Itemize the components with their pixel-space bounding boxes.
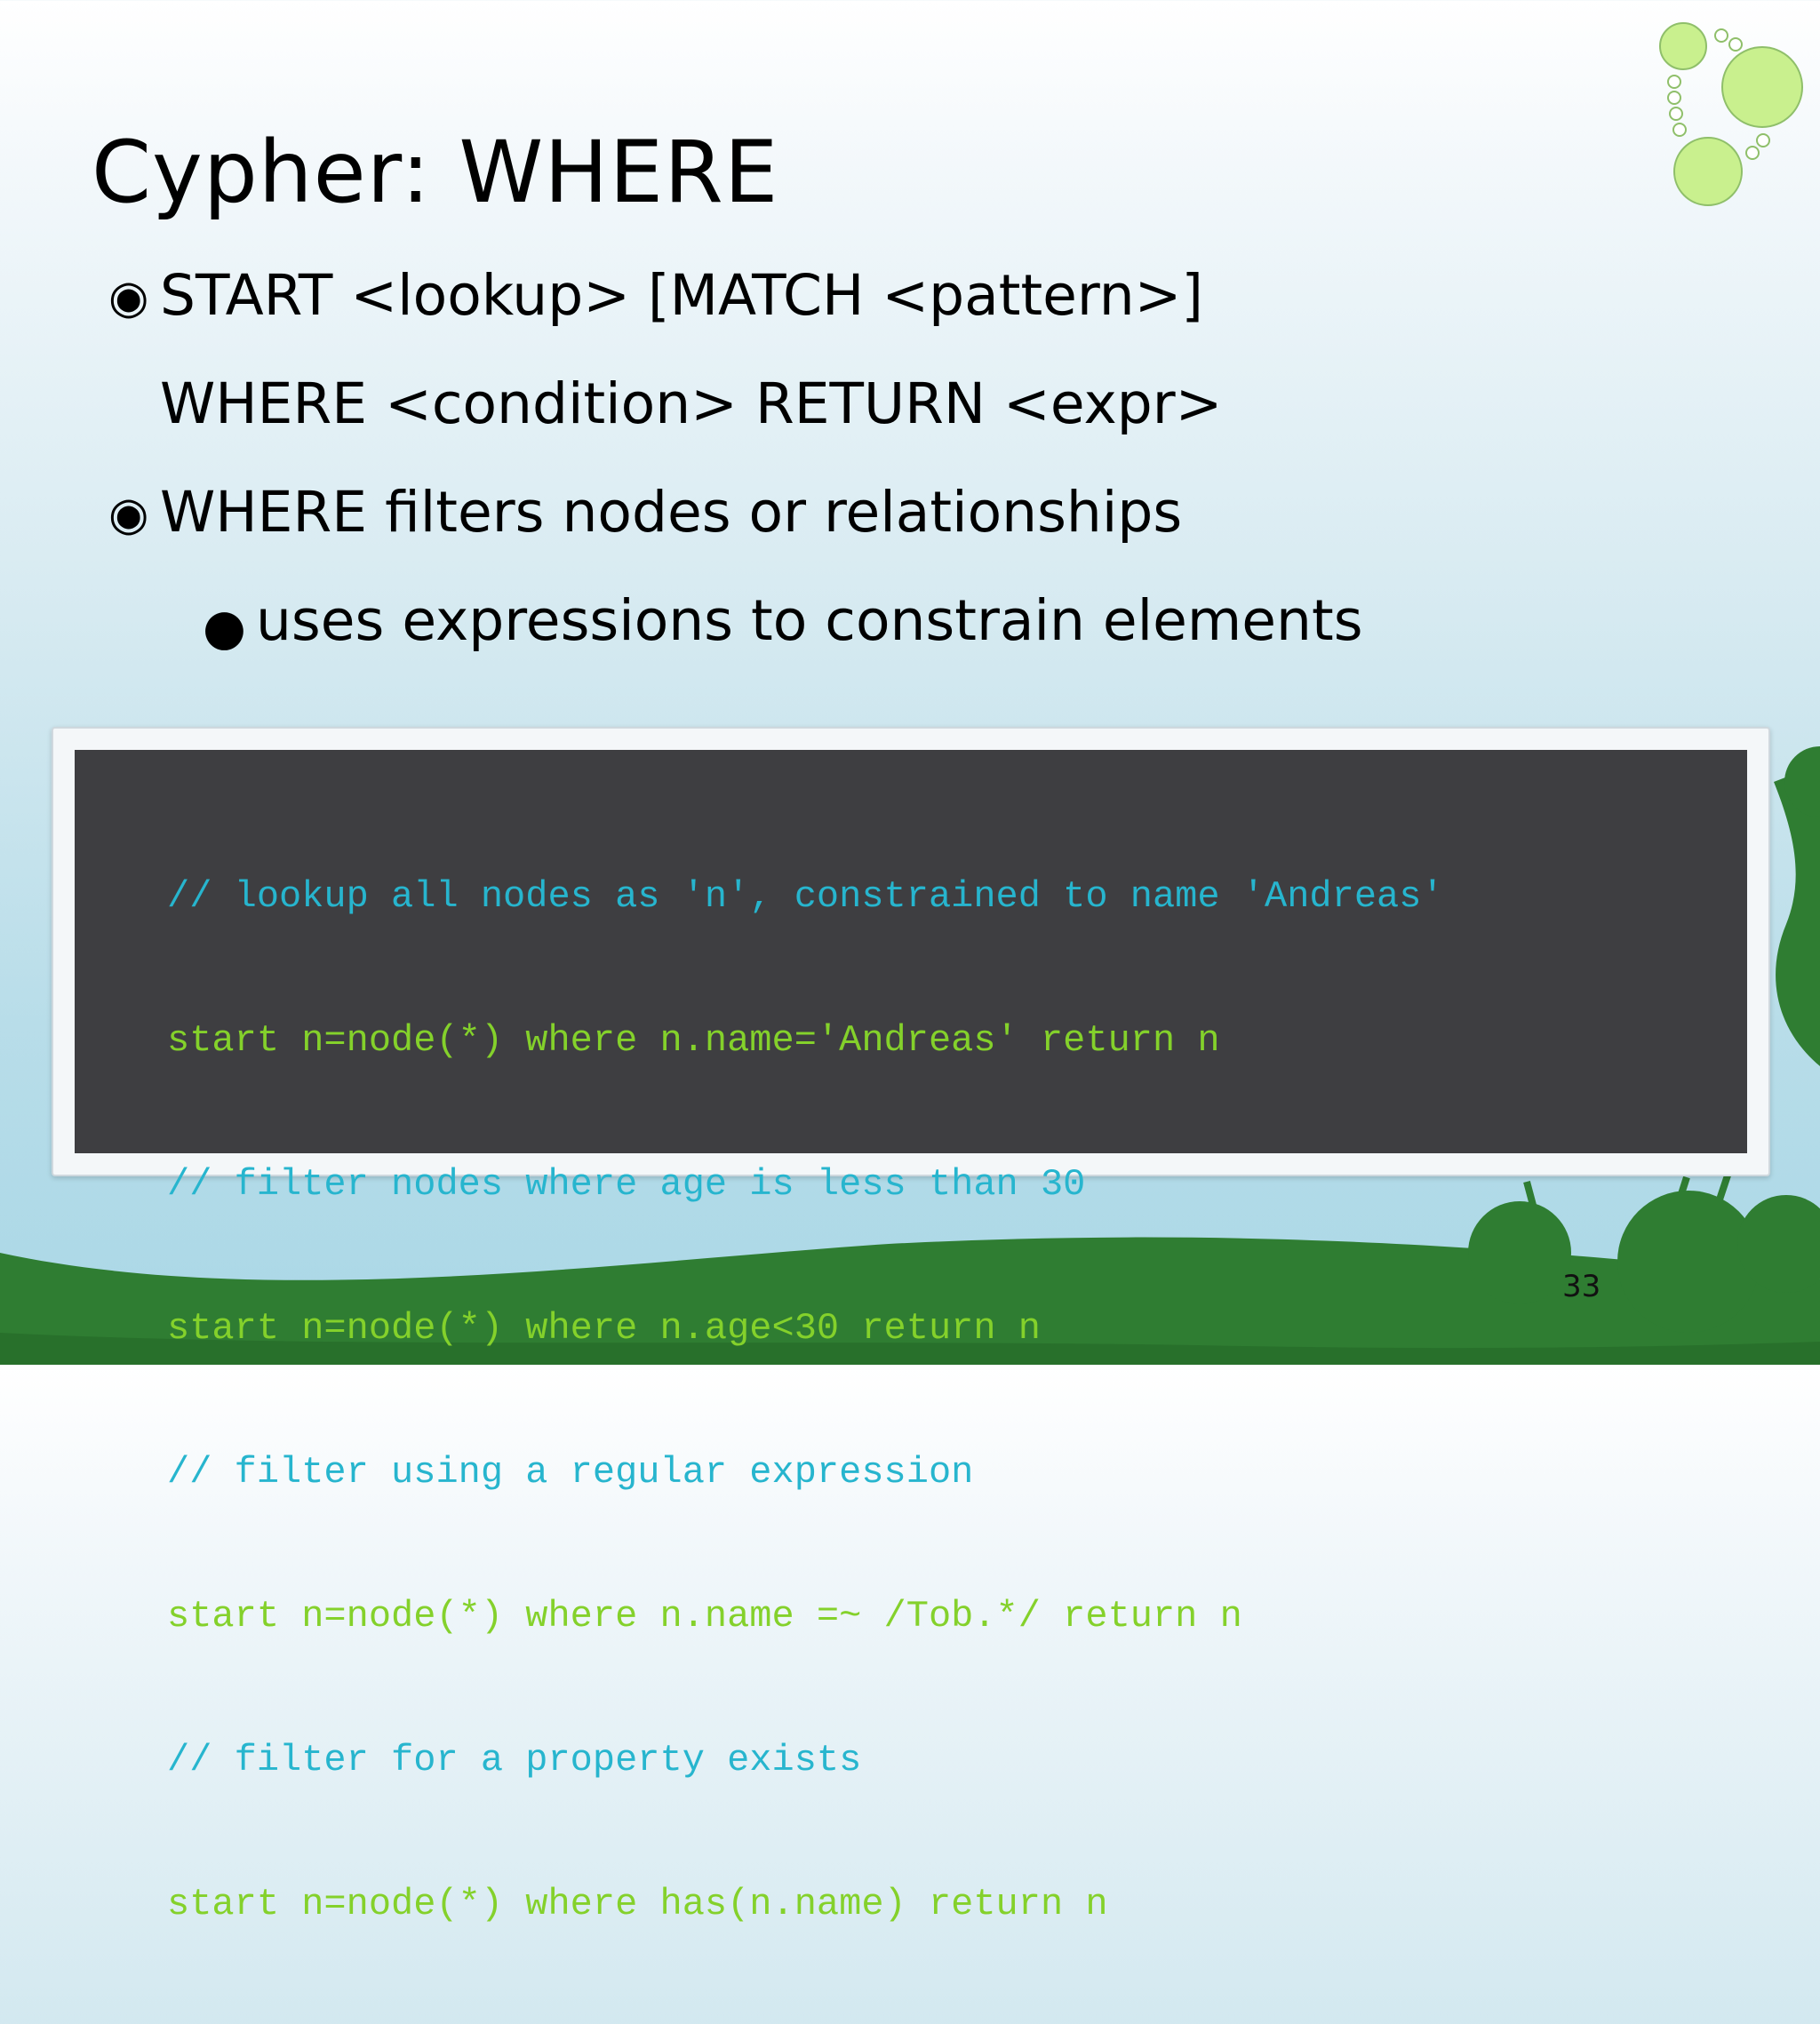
bubble-cluster (1659, 22, 1803, 206)
bullet-text: WHERE filters nodes or relationships (160, 480, 1183, 545)
slide-title: Cypher: WHERE (92, 123, 779, 222)
vine-shape (1774, 764, 1820, 1066)
hill-shadow (0, 1333, 1820, 1365)
hill-bump-right (1617, 1191, 1760, 1333)
code-lines: // lookup all nodes as 'n', constrained … (167, 777, 1444, 2024)
code-comment-line: // lookup all nodes as 'n', constrained … (167, 875, 1444, 918)
sub-bullet-text: uses expressions to constrain elements (256, 588, 1363, 653)
code-comment-line: // filter using a regular expression (167, 1451, 974, 1494)
sub-bullet-dot-icon: ● (203, 599, 246, 657)
bullet-text: WHERE <condition> RETURN <expr> (160, 371, 1223, 436)
slide: Cypher: WHERE ◉ START <lookup> [MATCH <p… (0, 22, 1820, 1925)
code-statement-line: start n=node(*) where has(n.name) return… (167, 1883, 1108, 1925)
bullet-target-icon: ◉ (108, 270, 149, 324)
hill-bump-left (1468, 1201, 1571, 1304)
background-decoration (0, 22, 1820, 1365)
code-statement-line: start n=node(*) where n.name='Andreas' r… (167, 1019, 1220, 1062)
code-statement-line: start n=node(*) where n.age<30 return n (167, 1307, 1041, 1350)
hill-shape (0, 1237, 1820, 1365)
code-comment-line: // filter for a property exists (167, 1739, 862, 1781)
code-frame: // lookup all nodes as 'n', constrained … (52, 727, 1770, 1925)
bullet-where-syntax: WHERE <condition> RETURN <expr> (160, 371, 1222, 436)
code-statement-line: start n=node(*) where n.name =~ /Tob.*/ … (167, 1595, 1242, 1638)
bullet-text: START <lookup> [MATCH <pattern>] (160, 263, 1203, 328)
bullet-start-syntax: ◉ START <lookup> [MATCH <pattern>] (108, 263, 1203, 328)
sub-bullet-expressions: ● uses expressions to constrain elements (203, 588, 1363, 657)
page-number: 33 (1562, 1269, 1601, 1304)
code-block: // lookup all nodes as 'n', constrained … (75, 750, 1747, 1925)
bullet-target-icon: ◉ (108, 487, 149, 541)
code-comment-line: // filter nodes where age is less than 3… (167, 1163, 1086, 1206)
bullet-where-filters: ◉ WHERE filters nodes or relationships (108, 480, 1182, 545)
vine-leaf (1784, 746, 1820, 817)
